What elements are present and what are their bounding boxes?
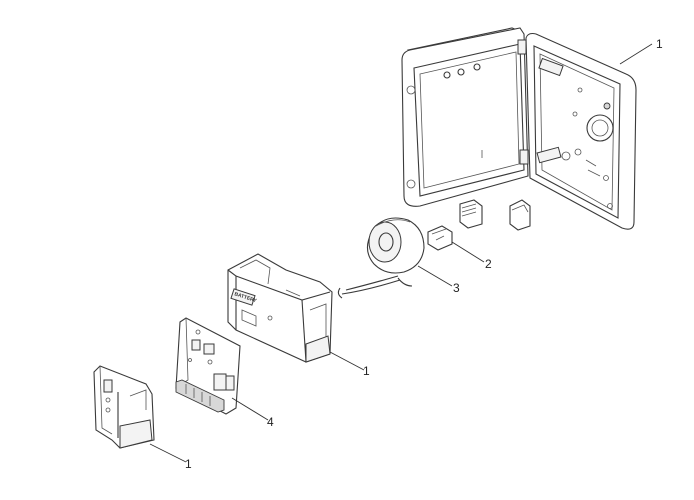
relay-component — [509, 199, 531, 231]
battery-holder: BATTERY — [227, 253, 333, 363]
enclosure-box — [401, 27, 637, 230]
toroidal-transformer — [337, 217, 425, 299]
callout-connector: 2 — [485, 257, 492, 271]
heat-sink-component — [459, 199, 483, 229]
connector-component — [427, 225, 453, 251]
callout-control-board: 4 — [267, 415, 274, 429]
callout-battery-holder: 1 — [363, 364, 370, 378]
callout-enclosure: 1 — [656, 37, 663, 51]
callout-transformer: 3 — [453, 281, 460, 295]
callout-front-module: 1 — [185, 457, 192, 471]
control-board — [175, 317, 241, 415]
front-module — [93, 365, 155, 449]
